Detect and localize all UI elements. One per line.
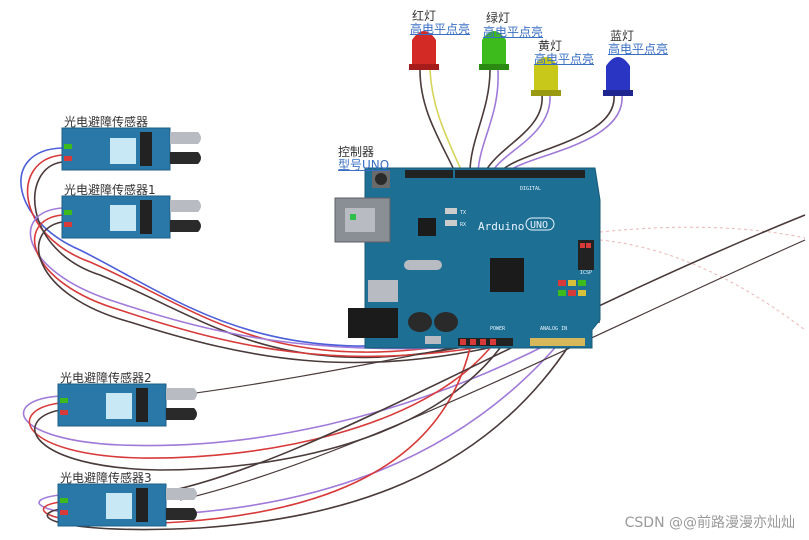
- board-rx-label: RX: [460, 222, 467, 228]
- sensor-1-label: 光电避障传感器1: [64, 183, 156, 197]
- board-tx-label: TX: [460, 210, 467, 216]
- yellow-led-label: 黄灯: [538, 39, 563, 53]
- yellow-led-desc: 高电平点亮: [534, 52, 595, 66]
- led-red: [409, 31, 439, 70]
- board-digital-label: DIGITAL: [520, 186, 542, 192]
- red-led-desc: 高电平点亮: [410, 22, 471, 36]
- led-blue: [603, 57, 633, 96]
- led-wires: [419, 69, 623, 173]
- background-curves: [599, 226, 806, 331]
- board-power-label: POWER: [490, 326, 506, 332]
- sensor-module-2: [57, 383, 197, 427]
- controller-label: 控制器: [338, 145, 375, 159]
- sensor-3-label: 光电避障传感器3: [60, 471, 152, 485]
- sensor-2-label: 光电避障传感器2: [60, 371, 152, 385]
- led-yellow: [531, 57, 561, 96]
- controller-model: 型号UNO: [338, 158, 390, 172]
- sensor-module-1: [61, 195, 201, 239]
- sensor-0-label: 光电避障传感器: [64, 115, 149, 129]
- blue-led-label: 蓝灯: [610, 29, 635, 43]
- blue-led-desc: 高电平点亮: [608, 42, 669, 56]
- watermark: CSDN @@前路漫漫亦灿灿: [624, 515, 795, 531]
- green-led-label: 绿灯: [486, 11, 511, 25]
- board-model: UNO: [530, 220, 549, 231]
- led-green: [479, 31, 509, 70]
- red-led-label: 红灯: [412, 9, 437, 23]
- board-brand: Arduino: [478, 220, 525, 233]
- green-led-desc: 高电平点亮: [483, 25, 544, 39]
- board-icsp-label: ICSP: [580, 270, 593, 276]
- sensor-wires: [20, 147, 806, 531]
- sensor-module-0: [61, 127, 201, 171]
- sensor-module-3: [57, 483, 197, 527]
- board-analog-label: ANALOG IN: [540, 326, 568, 332]
- arduino-board: [334, 167, 601, 349]
